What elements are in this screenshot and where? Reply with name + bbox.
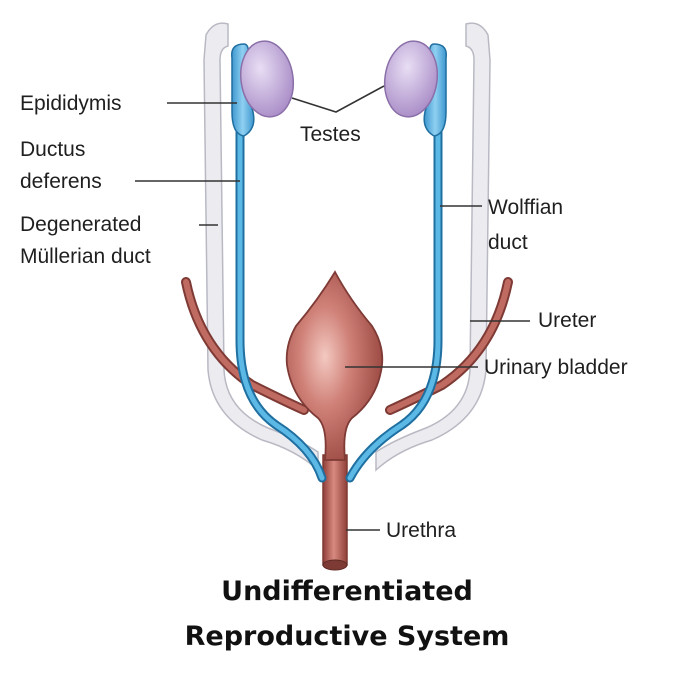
title-line2: Reproductive System (184, 621, 510, 652)
wolffian-duct-left (235, 105, 327, 483)
leader-testes (291, 85, 385, 113)
mullerian-duct-right (375, 22, 491, 472)
label-urethra: Urethra (386, 519, 457, 542)
label-ureter: Ureter (538, 309, 597, 332)
label-ductus-line2: deferens (20, 170, 102, 193)
title-line1: Undifferentiated (221, 576, 473, 607)
ureter-right (385, 277, 513, 415)
label-testes: Testes (300, 123, 361, 146)
label-wolffian-line1: Wolffian (488, 196, 564, 219)
label-ductus-line1: Ductus (20, 138, 86, 161)
mullerian-duct-left (203, 22, 319, 472)
testis-left (239, 40, 295, 118)
label-urinary-bladder: Urinary bladder (484, 356, 628, 379)
urethra (322, 454, 348, 571)
wolffian-duct-right (345, 105, 443, 483)
urinary-bladder (285, 270, 384, 461)
testis-right (383, 40, 439, 118)
label-wolffian-line2: duct (488, 231, 528, 254)
label-mullerian-line1: Degenerated (20, 213, 142, 236)
label-mullerian-line2: Müllerian duct (20, 245, 151, 268)
label-epididymis: Epididymis (20, 92, 122, 115)
leader-lines (135, 85, 530, 531)
